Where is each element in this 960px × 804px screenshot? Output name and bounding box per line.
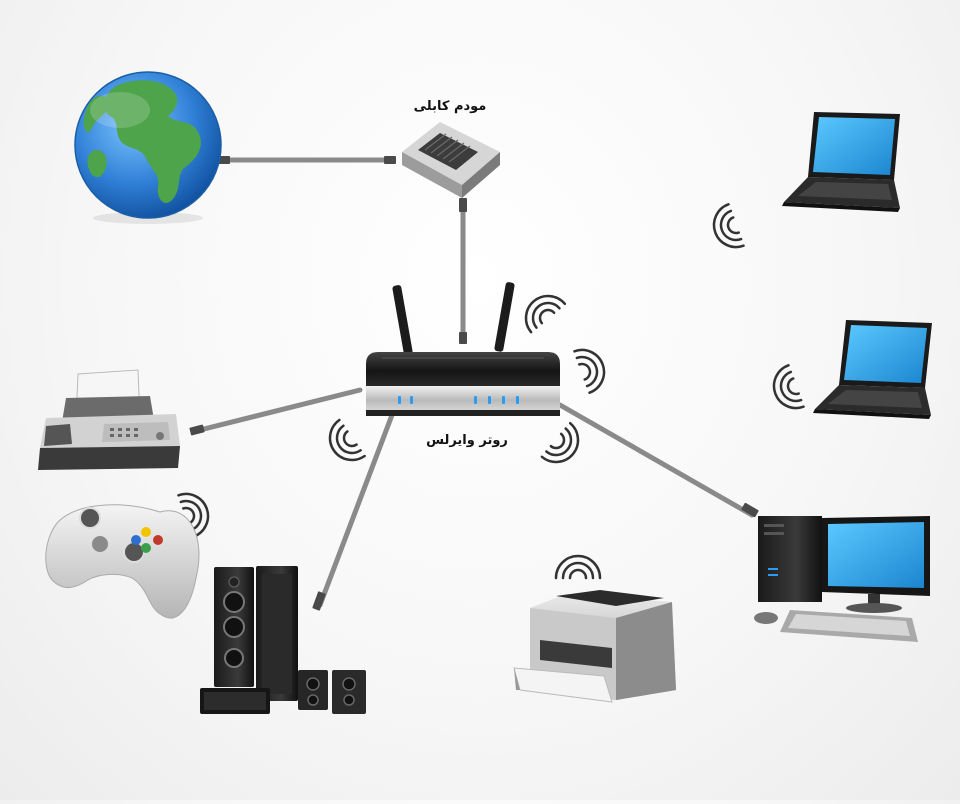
speaker-system-icon: [200, 566, 366, 714]
cable-router-fax: [197, 387, 363, 433]
modem-label: مودم کابلی: [414, 99, 487, 114]
laser-printer-icon: [513, 590, 676, 703]
wifi-signal-icon: [712, 203, 745, 249]
router-label: روتر وایرلس: [426, 433, 508, 448]
fax-printer-icon: [38, 369, 180, 470]
cable-connectors: [189, 156, 759, 611]
desktop-computer-icon: [754, 516, 930, 642]
cables: [197, 157, 755, 608]
cable-modem-icon: [402, 122, 500, 198]
wifi-signal-icon: [524, 294, 567, 334]
wifi-signal-icon: [573, 348, 606, 394]
gamepad-icon: [45, 504, 200, 619]
wifi-signal-icon: [772, 364, 805, 410]
wifi-signal-icon: [554, 554, 602, 580]
wireless-router-icon: [366, 282, 560, 416]
wifi-signal-icon: [177, 492, 210, 538]
globe-icon: [74, 71, 222, 224]
wifi-signals: [177, 203, 805, 580]
cable-router-desktop: [557, 402, 755, 518]
laptop-icon: [782, 112, 900, 212]
cable-router-speakers: [317, 412, 395, 608]
laptop-icon: [813, 320, 932, 419]
wifi-signal-icon: [328, 418, 366, 462]
wifi-signal-icon: [540, 421, 580, 464]
